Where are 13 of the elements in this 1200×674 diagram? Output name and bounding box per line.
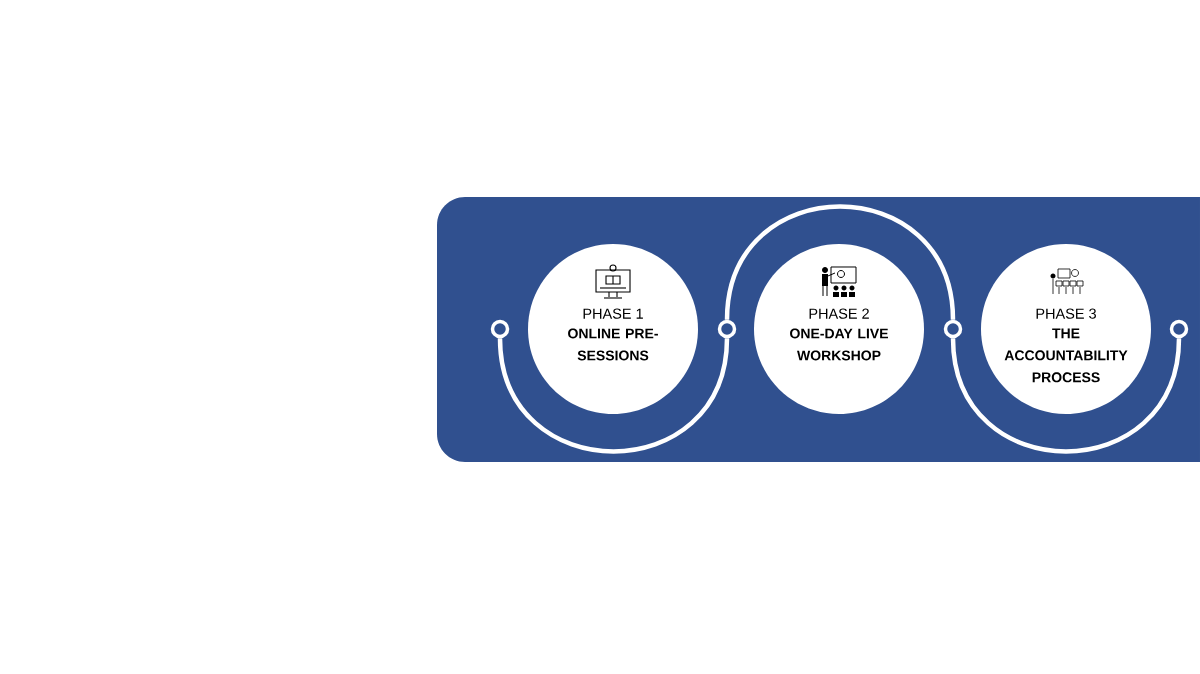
phase-title: ONLINE PRE-SESSIONS (568, 328, 658, 361)
curved-connector (724, 204, 956, 321)
phase-title: ONE-DAY LIVE WORKSHOP (790, 328, 888, 361)
phase-label: PHASE 1 (583, 308, 643, 319)
phase-title: THE ACCOUNTABILITY PROCESS (1004, 328, 1128, 383)
connector-dot (717, 319, 737, 339)
phase-label: PHASE 2 (809, 308, 869, 319)
phase-label: PHASE 3 (1036, 308, 1096, 319)
curved-connector (950, 337, 1182, 454)
connector-dot (1169, 319, 1189, 339)
connector-dot (490, 319, 510, 339)
connector-dot (943, 319, 963, 339)
curved-connector (497, 337, 730, 454)
